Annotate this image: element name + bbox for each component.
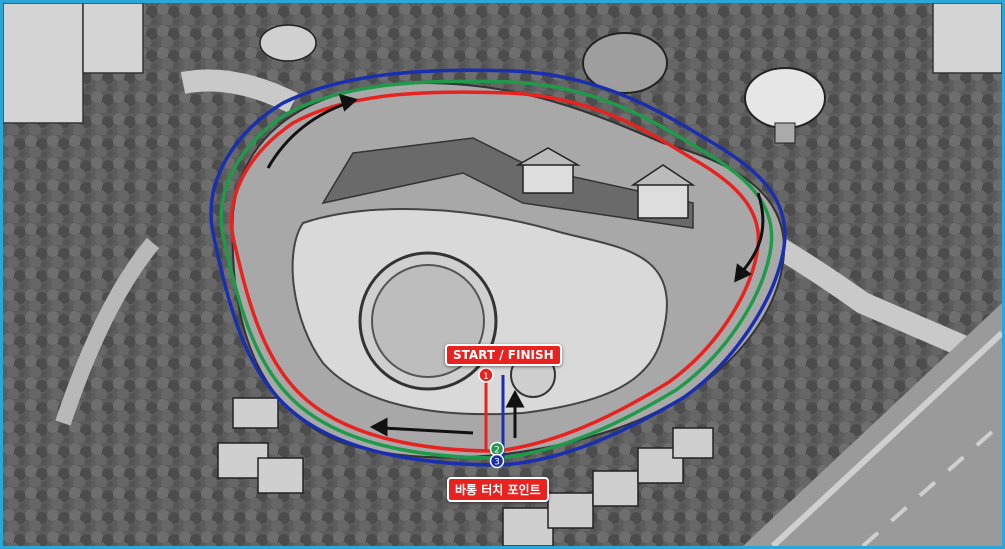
direction-arrows xyxy=(266,93,765,438)
park-map: 1 2 3 xyxy=(3,3,1002,546)
lane-3-track xyxy=(209,68,787,467)
pavilion xyxy=(259,24,317,62)
terrace-slope xyxy=(321,137,694,229)
lane-2-number: 2 xyxy=(494,446,500,456)
pond xyxy=(582,32,668,94)
lane-2-track xyxy=(219,79,774,460)
path-west xyxy=(55,237,160,426)
tower-base xyxy=(774,122,796,144)
road-lane-marking xyxy=(861,421,1002,546)
baton-touch-point-label: 바통 터치 포인트 xyxy=(447,477,549,502)
lane-1-marker: 1 xyxy=(478,367,494,383)
buildings-top-right xyxy=(932,3,1002,74)
start-finish-label: START / FINISH xyxy=(445,344,562,366)
lane-3-marker: 3 xyxy=(489,453,505,469)
lane-1-track xyxy=(229,90,761,453)
lane-2-marker: 2 xyxy=(489,441,505,457)
buildings-top-left xyxy=(3,3,144,124)
lane-3-number: 3 xyxy=(494,458,500,468)
house-building xyxy=(515,147,696,219)
houses-bottom xyxy=(217,397,714,546)
road-edge xyxy=(770,330,1002,546)
path-north-west xyxy=(180,69,298,113)
lane-1-number: 1 xyxy=(483,372,489,382)
observation-tower xyxy=(744,67,826,129)
road-area xyxy=(743,303,1002,546)
